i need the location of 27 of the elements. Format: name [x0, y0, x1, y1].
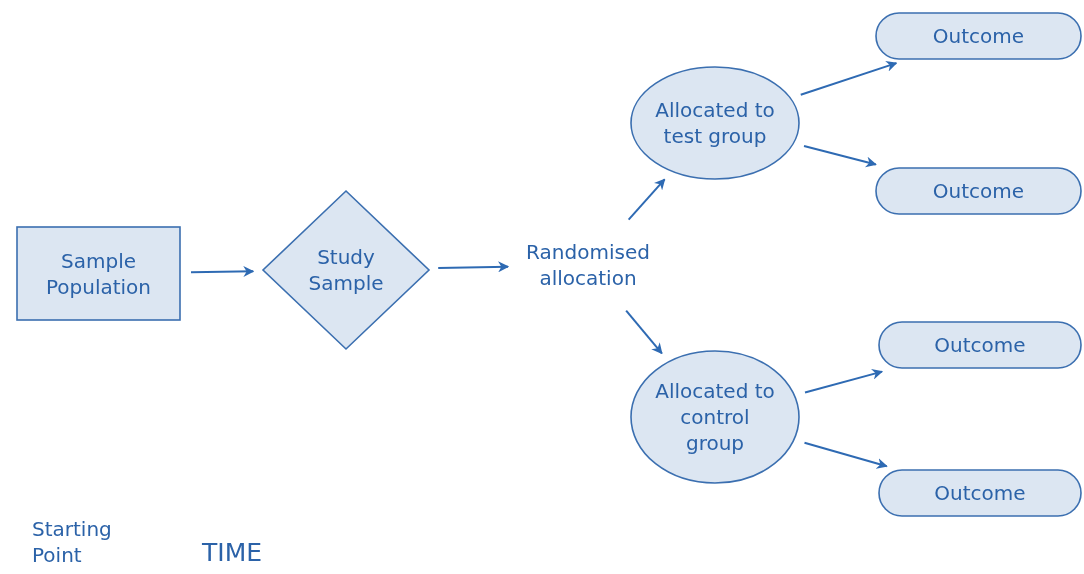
- node-label: Study Sample: [307, 244, 385, 296]
- node-label: Outcome: [932, 178, 1025, 204]
- node-label: Allocated to test group: [654, 97, 776, 149]
- decision-diamond: [262, 190, 430, 350]
- flow-label: Randomised allocation: [525, 239, 651, 291]
- ellipse-node: [630, 350, 800, 484]
- rounded-box: [875, 12, 1082, 60]
- arrow: [803, 144, 877, 168]
- process-box: [16, 226, 181, 321]
- ellipse-node: [630, 66, 800, 180]
- arrow: [625, 309, 663, 355]
- arrow: [803, 441, 888, 469]
- arrow: [437, 261, 510, 273]
- rounded-box: [875, 167, 1082, 215]
- rounded-box: [878, 321, 1082, 369]
- node-label: Outcome: [934, 480, 1026, 506]
- node-label: Sample Population: [44, 247, 153, 300]
- node-label: Outcome: [934, 332, 1026, 358]
- axis-label: Starting Point: [32, 516, 113, 568]
- arrow: [627, 178, 666, 221]
- rounded-box: [878, 469, 1082, 517]
- arrow: [799, 61, 898, 96]
- node-label: Allocated to control group: [654, 378, 776, 456]
- arrow: [190, 265, 255, 277]
- axis-label: TIME: [202, 538, 262, 568]
- node-label: Outcome: [932, 23, 1025, 49]
- arrow: [804, 368, 884, 394]
